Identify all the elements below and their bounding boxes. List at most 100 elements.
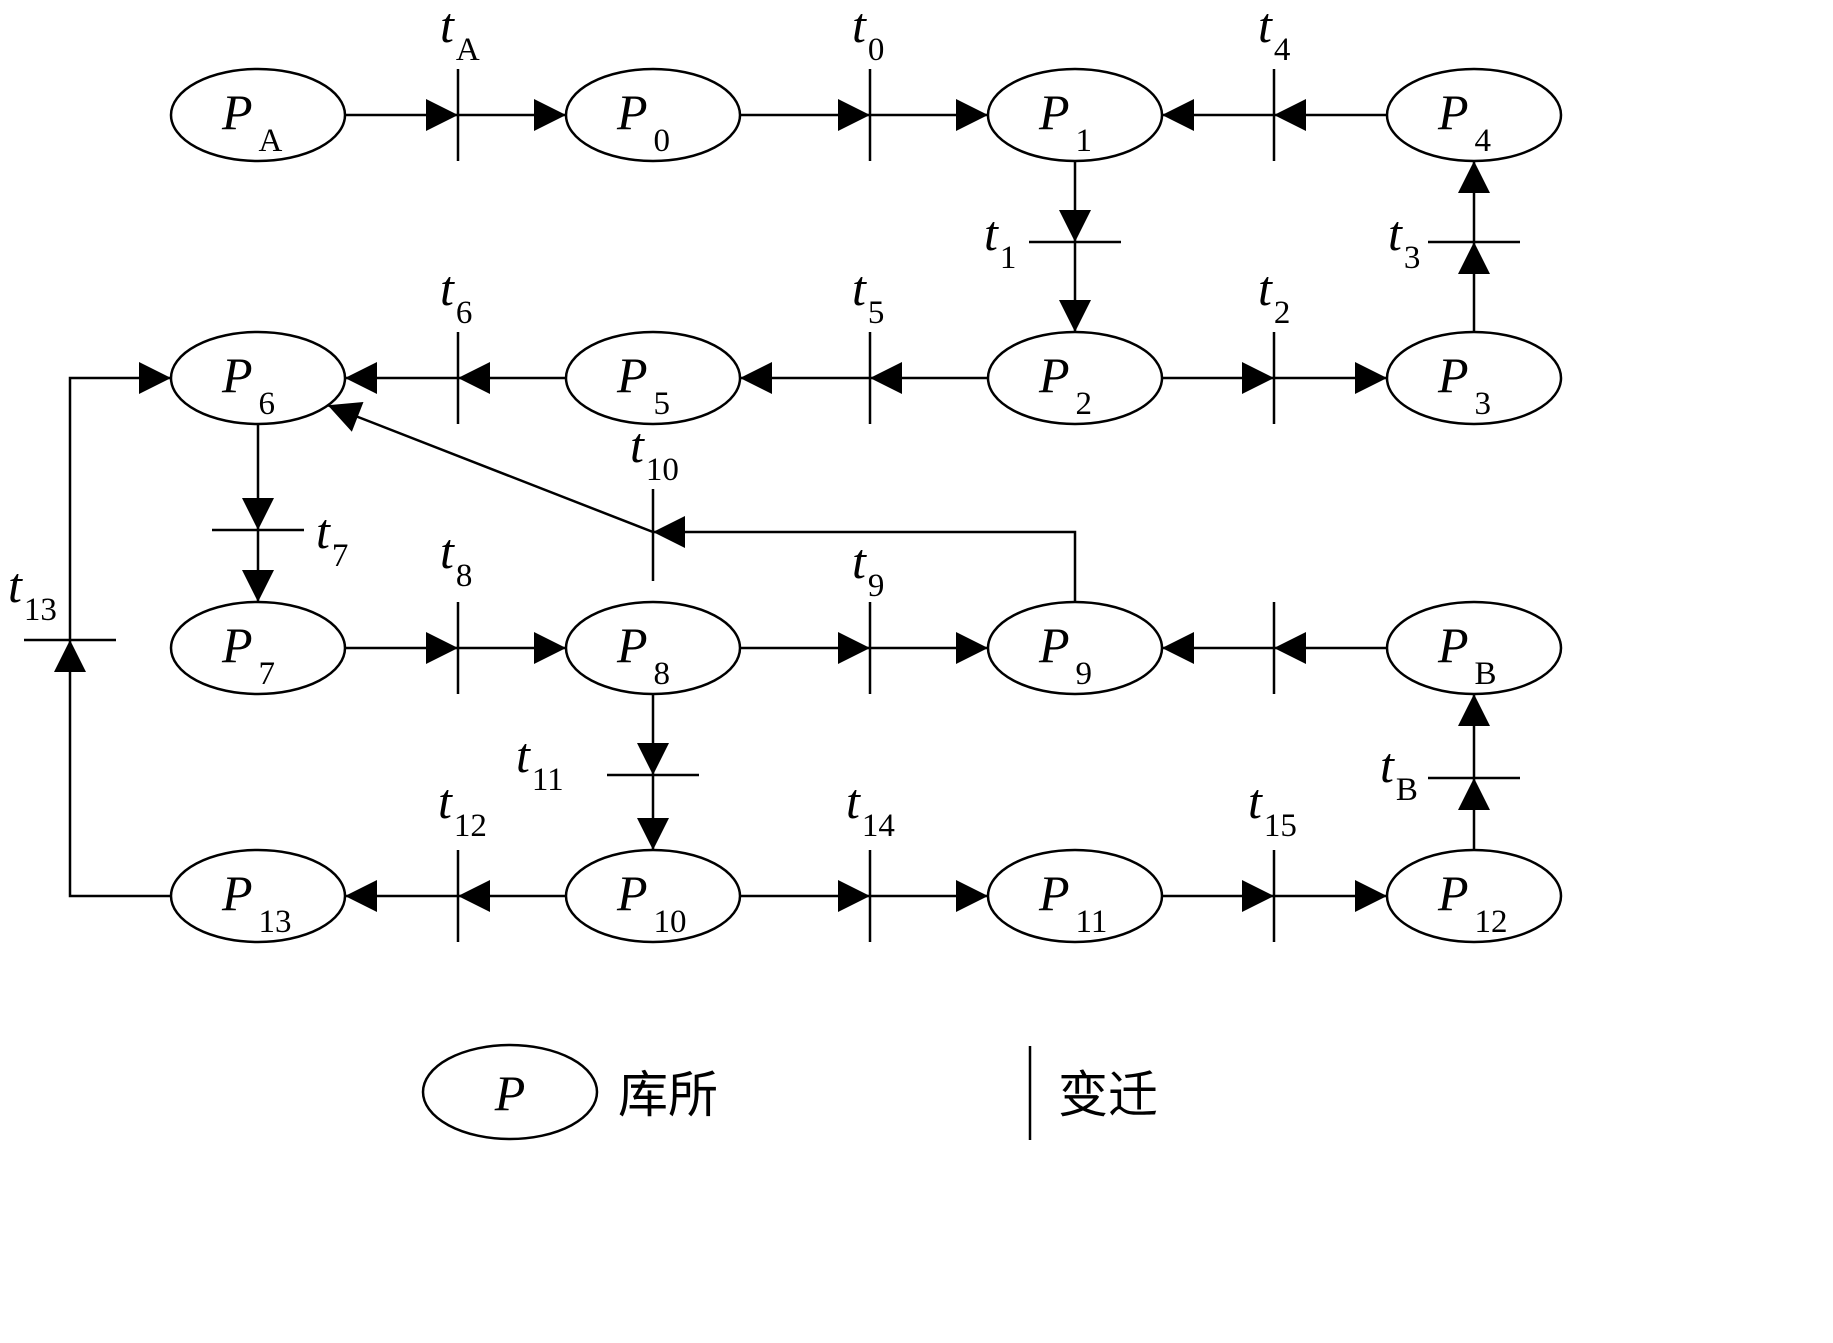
arrowhead-into-P10 <box>637 818 669 850</box>
place-ellipse <box>986 67 1164 163</box>
place-P6: P6 <box>169 330 347 426</box>
transition-label-tB: tB <box>1380 737 1418 808</box>
arrowhead-into-t4 <box>1274 99 1306 131</box>
arrowhead-into-PB <box>1458 694 1490 726</box>
place-ellipse <box>169 330 347 426</box>
arrowhead-into-P3 <box>1355 362 1387 394</box>
place-ellipse <box>986 600 1164 696</box>
arrowhead-into-t8 <box>426 632 458 664</box>
arrowhead-into-P6-left <box>139 362 171 394</box>
place-P4: P4 <box>1385 67 1563 163</box>
transition-label-t7: t7 <box>316 503 348 574</box>
place-P8: P8 <box>564 600 742 696</box>
place-P10: P10 <box>564 848 742 944</box>
transition-label-t14: t14 <box>846 773 895 844</box>
arrowhead-into-t15 <box>1242 880 1274 912</box>
legend: P 库所 变迁 <box>421 1043 1158 1141</box>
transition-label-t4: t4 <box>1258 0 1290 68</box>
transition-label-t13: t13 <box>8 557 57 628</box>
place-P7: P7 <box>169 600 347 696</box>
place-P13: P13 <box>169 848 347 944</box>
arrowhead-into-P13 <box>345 880 377 912</box>
arrowhead-into-t2 <box>1242 362 1274 394</box>
arrowhead-into-P4 <box>1458 161 1490 193</box>
place-P12: P12 <box>1385 848 1563 944</box>
transition-label-t10: t10 <box>630 417 679 488</box>
arrowhead-into-P12 <box>1355 880 1387 912</box>
transition-label-t9: t9 <box>852 533 884 604</box>
transition-label-t11: t11 <box>516 727 564 798</box>
arrowhead-into-P6 <box>345 362 377 394</box>
arc-P13-P6 <box>68 376 171 898</box>
arrowhead-into-t0 <box>838 99 870 131</box>
arrowhead-into-t1 <box>1059 210 1091 242</box>
place-ellipse <box>1385 330 1563 426</box>
transition-label-t0: t0 <box>852 0 884 68</box>
place-ellipse <box>564 330 742 426</box>
place-ellipse <box>1385 848 1563 944</box>
place-ellipse <box>986 848 1164 944</box>
transition-label-t3: t3 <box>1388 205 1420 276</box>
place-PA: PA <box>169 67 347 163</box>
arrowhead-into-t11 <box>637 743 669 775</box>
arrowhead-into-tA <box>426 99 458 131</box>
arrowhead-into-P0 <box>534 99 566 131</box>
arrowhead-into-P7 <box>242 570 274 602</box>
place-ellipse <box>564 848 742 944</box>
arrowhead-into-P5 <box>740 362 772 394</box>
arrowhead-into-P1 <box>1162 99 1194 131</box>
arrowhead-into-P1 <box>956 99 988 131</box>
transition-bars <box>24 69 1520 942</box>
arrowhead-into-t5 <box>870 362 902 394</box>
legend-place-ellipse <box>421 1043 599 1141</box>
transition-label-tA: tA <box>440 0 480 68</box>
arcs <box>54 99 1490 912</box>
legend-transition-label: 变迁 <box>1058 1066 1158 1124</box>
place-ellipse <box>564 67 742 163</box>
transition-label-t15: t15 <box>1248 773 1297 844</box>
transition-label-t5: t5 <box>852 260 884 331</box>
transition-label-t8: t8 <box>440 523 472 594</box>
place-P9: P9 <box>986 600 1164 696</box>
place-P3: P3 <box>1385 330 1563 426</box>
arrowhead-into-t10 <box>653 516 685 548</box>
arrowhead-into-P9 <box>1162 632 1194 664</box>
place-ellipse <box>564 600 742 696</box>
transition-label-t6: t6 <box>440 260 472 331</box>
place-P2: P2 <box>986 330 1164 426</box>
place-ellipse <box>1385 67 1563 163</box>
place-ellipse <box>1385 600 1563 696</box>
place-ellipse <box>986 330 1164 426</box>
place-PB: PB <box>1385 600 1563 696</box>
arrowhead-into-P11 <box>956 880 988 912</box>
place-P11: P11 <box>986 848 1164 944</box>
transition-label-t12: t12 <box>438 773 487 844</box>
arc-t10-P6 <box>327 404 654 534</box>
legend-place-symbol: P <box>494 1065 526 1121</box>
arrowhead-into-P9 <box>956 632 988 664</box>
place-ellipse <box>169 600 347 696</box>
arrowhead-into-P6 <box>327 401 364 432</box>
arrowhead-into-t12 <box>458 880 490 912</box>
arrowhead-into-t7 <box>242 498 274 530</box>
arrowhead-into-t6 <box>458 362 490 394</box>
transition-label-t1: t1 <box>984 205 1016 276</box>
place-P0: P0 <box>564 67 742 163</box>
place-P5: P5 <box>564 330 742 426</box>
place-ellipse <box>169 67 347 163</box>
arrowhead-into-t9 <box>838 632 870 664</box>
place-P1: P1 <box>986 67 1164 163</box>
arrowhead-into-t14 <box>838 880 870 912</box>
arrowhead-into-tNL <box>1274 632 1306 664</box>
legend-place-label: 库所 <box>618 1066 718 1124</box>
arrowhead-into-P2 <box>1059 300 1091 332</box>
place-ellipse <box>169 848 347 944</box>
arrowhead-into-tB <box>1458 778 1490 810</box>
arrowhead-into-P8 <box>534 632 566 664</box>
transition-label-t2: t2 <box>1258 260 1290 331</box>
arrowhead-into-t3 <box>1458 242 1490 274</box>
arc-P9-t10 <box>653 530 1077 602</box>
arrowhead-into-t13 <box>54 640 86 672</box>
